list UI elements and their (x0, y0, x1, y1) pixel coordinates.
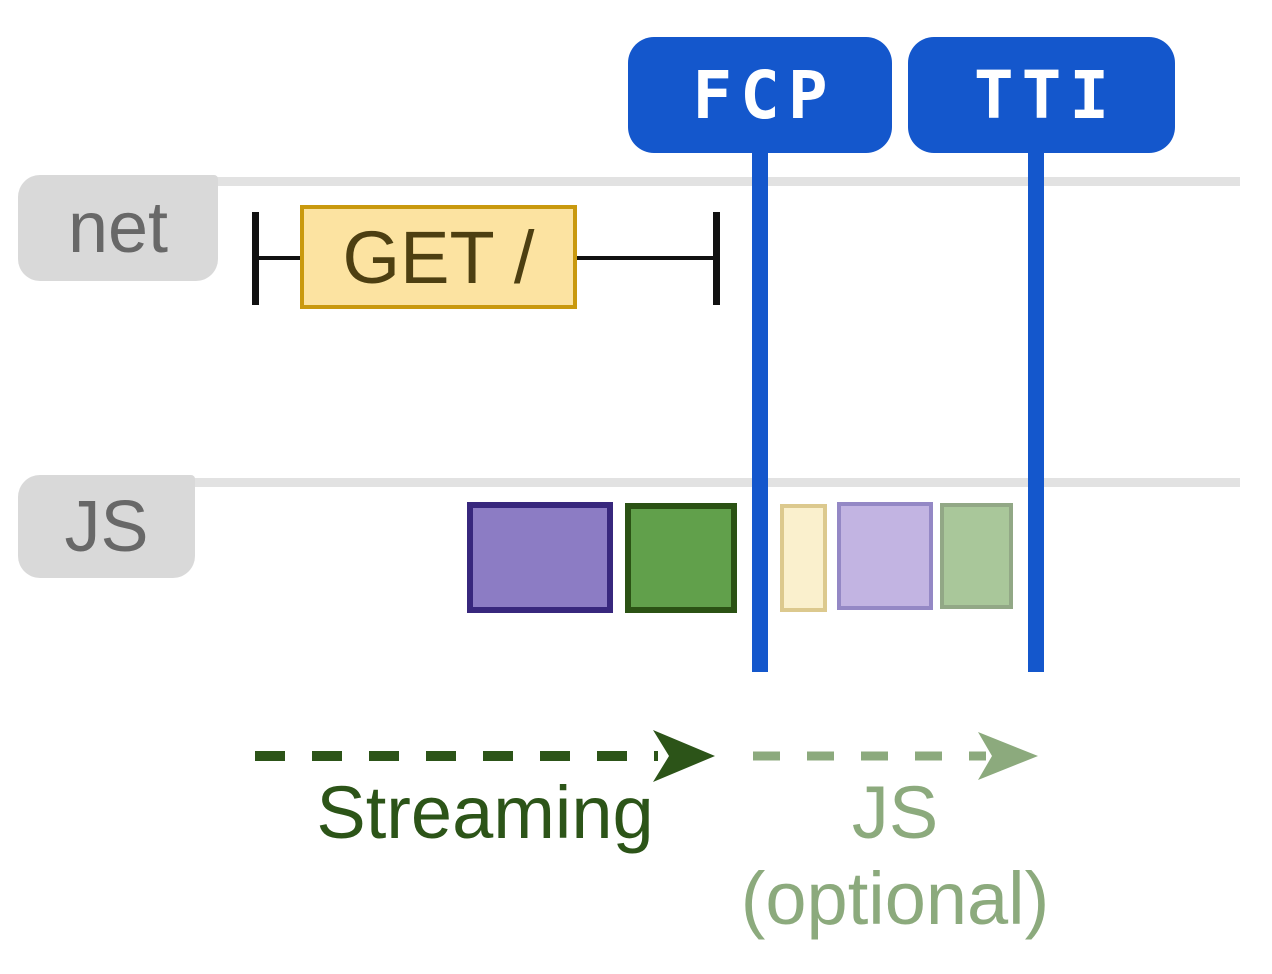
tti-badge-label: TTI (973, 56, 1118, 134)
js-lane-label: JS (64, 486, 149, 567)
get-request-box: GET / (300, 205, 577, 309)
js-optional-caption-line1: JS (851, 771, 939, 854)
tti-badge: TTI (908, 37, 1175, 153)
streaming-arrowhead-icon (653, 730, 715, 782)
js-task-block-green (625, 503, 737, 613)
js-optional-arrow (753, 732, 1038, 780)
fcp-badge: FCP (628, 37, 892, 153)
js-task-block-purple (467, 502, 613, 613)
js-optional-caption-line2: (optional) (740, 857, 1050, 940)
fcp-milestone-line (752, 150, 768, 672)
streaming-arrow (255, 730, 715, 782)
js-task-block-faded-yellow (780, 504, 827, 612)
js-optional-caption: JS (optional) (730, 770, 1060, 942)
request-start-tick (252, 212, 259, 305)
request-end-tick (713, 212, 720, 305)
js-lane-line (185, 478, 1240, 487)
tti-milestone-line (1028, 150, 1044, 672)
js-task-block-faded-purple (837, 502, 933, 610)
get-request-label: GET / (342, 215, 535, 299)
net-lane-label: net (67, 188, 169, 268)
net-lane-line (200, 177, 1240, 186)
fcp-badge-label: FCP (692, 56, 836, 134)
streaming-caption: Streaming (255, 770, 715, 856)
js-lane-tab: JS (18, 475, 195, 578)
net-lane-tab: net (18, 175, 218, 281)
js-task-block-faded-green (940, 503, 1013, 609)
streaming-caption-text: Streaming (316, 771, 654, 854)
js-optional-arrowhead-icon (978, 732, 1038, 780)
